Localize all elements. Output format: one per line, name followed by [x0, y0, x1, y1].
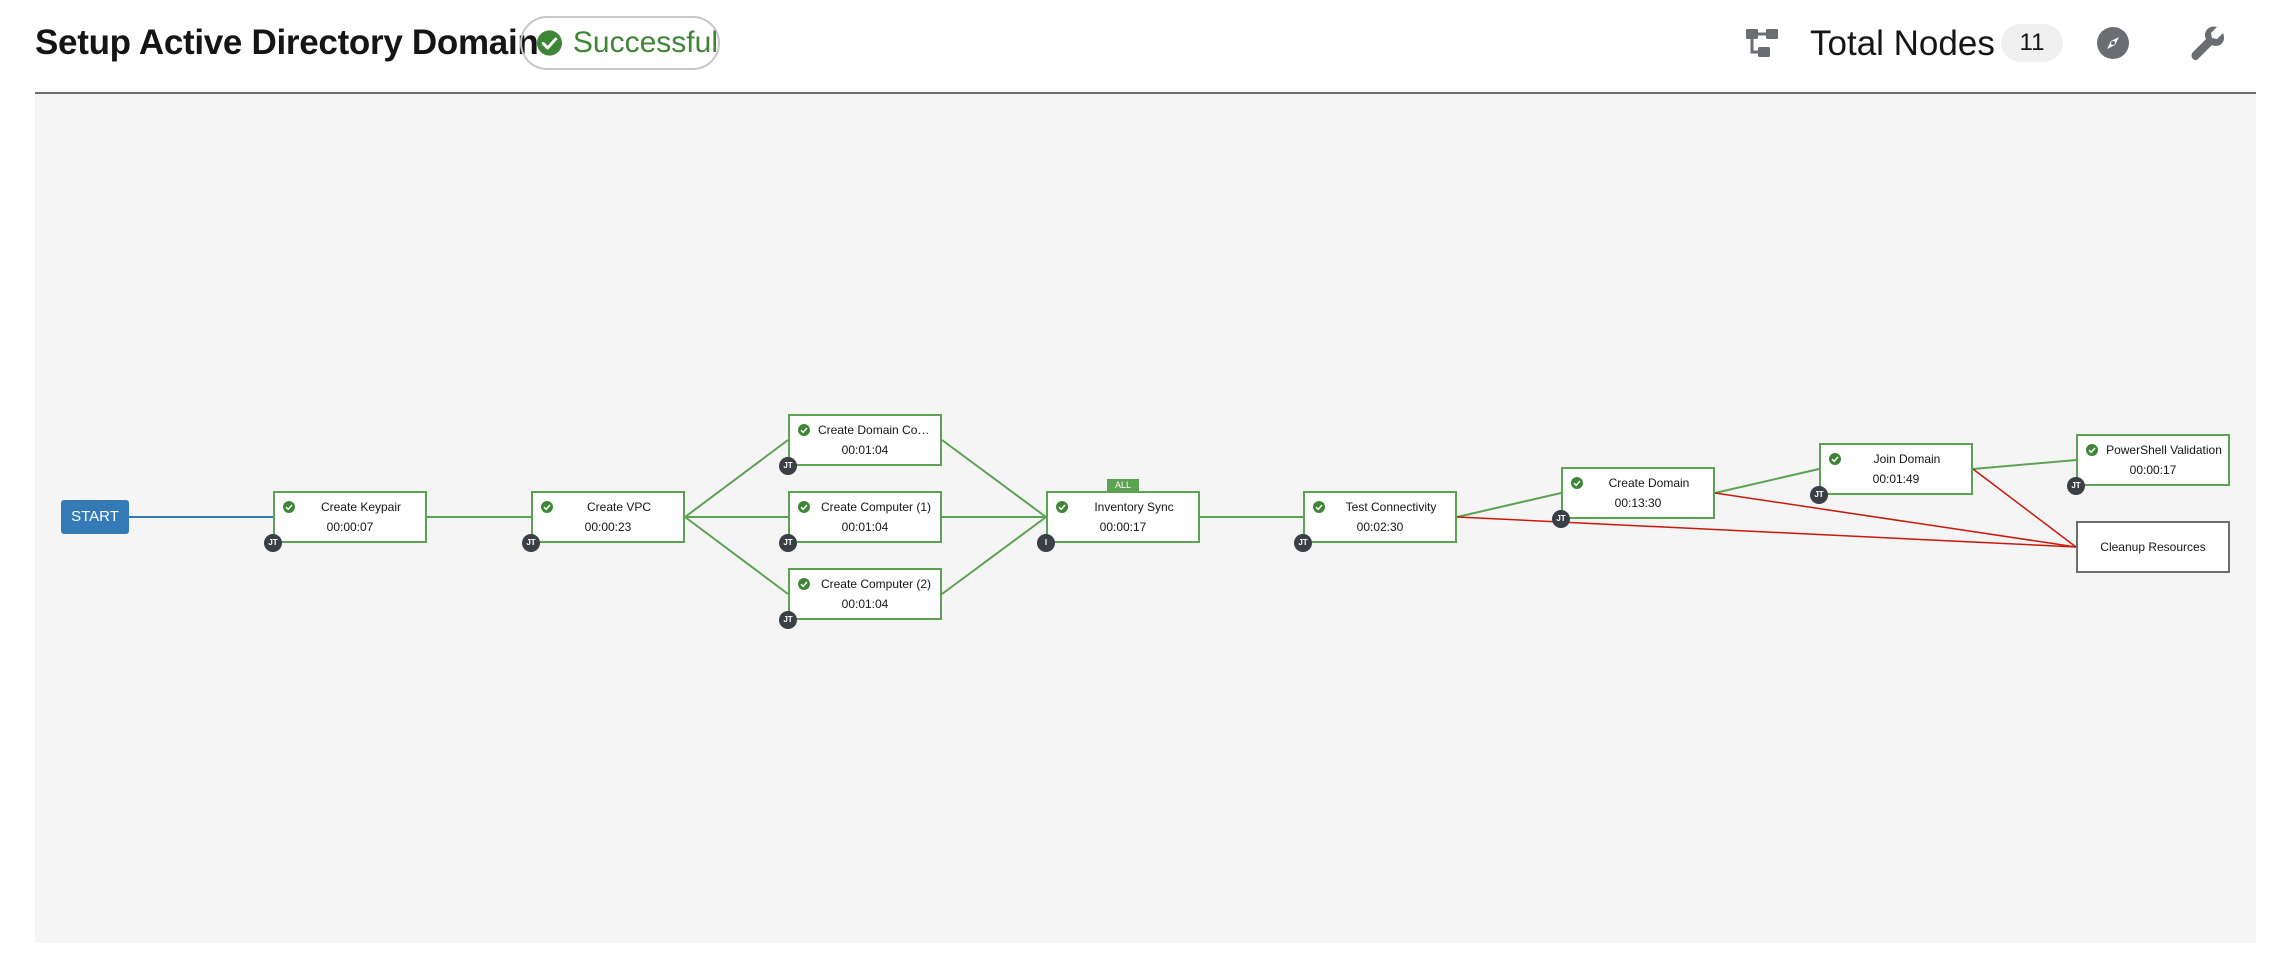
workflow-node[interactable]: Create Computer (2) 00:01:04	[788, 568, 942, 620]
workflow-header: Setup Active Directory Domain Successful…	[0, 0, 2290, 94]
workflow-node[interactable]: Join Domain 00:01:49	[1819, 443, 1973, 495]
edge-vpc-computer-2	[684, 516, 789, 595]
edge-create-domain-join	[1714, 468, 1820, 494]
edge-computer-2-inventory	[941, 516, 1047, 595]
workflow-node[interactable]: Create Domain 00:13:30	[1561, 467, 1715, 519]
node-name: Create VPC	[586, 500, 652, 514]
job-type-badge: JT	[522, 534, 540, 552]
workflow-edges	[129, 439, 2077, 595]
node-name: Create Domain	[1608, 476, 1690, 490]
status-badge: Successful	[520, 16, 720, 70]
edge-join-cleanup	[1972, 468, 2077, 548]
workflow-node[interactable]: Inventory Sync 00:00:17	[1046, 491, 1200, 543]
start-node[interactable]: START	[61, 500, 129, 534]
convergence-badge: ALL	[1107, 479, 1139, 492]
check-circle-icon	[1313, 501, 1325, 513]
edge-domain-controller-inventory	[941, 439, 1047, 518]
compass-icon[interactable]	[2096, 26, 2130, 60]
edge-join-powershell	[1972, 459, 2077, 470]
total-nodes-label: Total Nodes	[1810, 24, 1995, 63]
job-type-badge: JT	[2067, 477, 2085, 495]
node-name: Cleanup Resources	[2100, 540, 2206, 554]
total-nodes-count: 11	[2001, 24, 2063, 62]
node-elapsed: 00:00:07	[326, 520, 374, 534]
node-elapsed: 00:00:23	[584, 520, 632, 534]
edge-create-domain-cleanup	[1714, 492, 2077, 548]
workflow-node[interactable]: Create VPC 00:00:23	[531, 491, 685, 543]
node-elapsed: 00:02:30	[1356, 520, 1404, 534]
node-elapsed: 00:01:49	[1872, 472, 1920, 486]
check-circle-icon	[798, 578, 810, 590]
node-name: Create Computer (1)	[820, 500, 932, 514]
check-circle-icon	[541, 501, 553, 513]
check-circle-icon	[283, 501, 295, 513]
edge-test-cleanup	[1456, 516, 2077, 548]
node-elapsed: 00:00:17	[2129, 463, 2177, 477]
node-elapsed: 00:01:04	[841, 443, 889, 457]
node-name: Join Domain	[1873, 452, 1941, 466]
check-circle-icon	[798, 501, 810, 513]
workflow-node[interactable]: Test Connectivity 00:02:30	[1303, 491, 1457, 543]
job-type-badge: JT	[779, 457, 797, 475]
node-elapsed: 00:01:04	[841, 520, 889, 534]
workflow-node[interactable]: Create Computer (1) 00:01:04	[788, 491, 942, 543]
workflow-tree-icon[interactable]	[1745, 27, 1779, 59]
workflow-node[interactable]: Cleanup Resources	[2076, 521, 2230, 573]
job-type-badge: JT	[1810, 486, 1828, 504]
check-circle-icon	[1056, 501, 1068, 513]
check-circle-icon	[536, 30, 563, 56]
job-type-badge: JT	[264, 534, 282, 552]
node-name: Create Computer (2)	[820, 577, 932, 591]
node-name: Inventory Sync	[1094, 500, 1174, 514]
job-type-badge: JT	[779, 534, 797, 552]
header-divider	[35, 92, 2256, 94]
workflow-node[interactable]: Create Keypair 00:00:07	[273, 491, 427, 543]
job-type-badge: JT	[1552, 510, 1570, 528]
node-name: PowerShell Validation	[2106, 443, 2222, 457]
node-name: Create Domain Contr...	[818, 423, 940, 437]
job-type-badge: JT	[779, 611, 797, 629]
edge-test-create-domain	[1456, 492, 1562, 518]
job-type-badge: JT	[1294, 534, 1312, 552]
node-elapsed: 00:00:17	[1099, 520, 1147, 534]
node-name: Create Keypair	[320, 500, 402, 514]
check-circle-icon	[2086, 444, 2098, 456]
node-name: Test Connectivity	[1345, 500, 1437, 514]
node-elapsed: 00:01:04	[841, 597, 889, 611]
check-circle-icon	[798, 424, 810, 436]
check-circle-icon	[1571, 477, 1583, 489]
check-circle-icon	[1829, 453, 1841, 465]
page-title: Setup Active Directory Domain	[35, 23, 539, 62]
workflow-graph-canvas[interactable]: START Create Keypair 00:00:07 JT Create …	[35, 94, 2256, 943]
node-elapsed: 00:13:30	[1614, 496, 1662, 510]
workflow-node[interactable]: Create Domain Contr... 00:01:04	[788, 414, 942, 466]
edge-vpc-domain-controller	[684, 439, 789, 518]
wrench-icon[interactable]	[2190, 25, 2226, 61]
status-text: Successful	[572, 26, 718, 59]
job-type-badge: I	[1037, 534, 1055, 552]
workflow-node[interactable]: PowerShell Validation 00:00:17	[2076, 434, 2230, 486]
